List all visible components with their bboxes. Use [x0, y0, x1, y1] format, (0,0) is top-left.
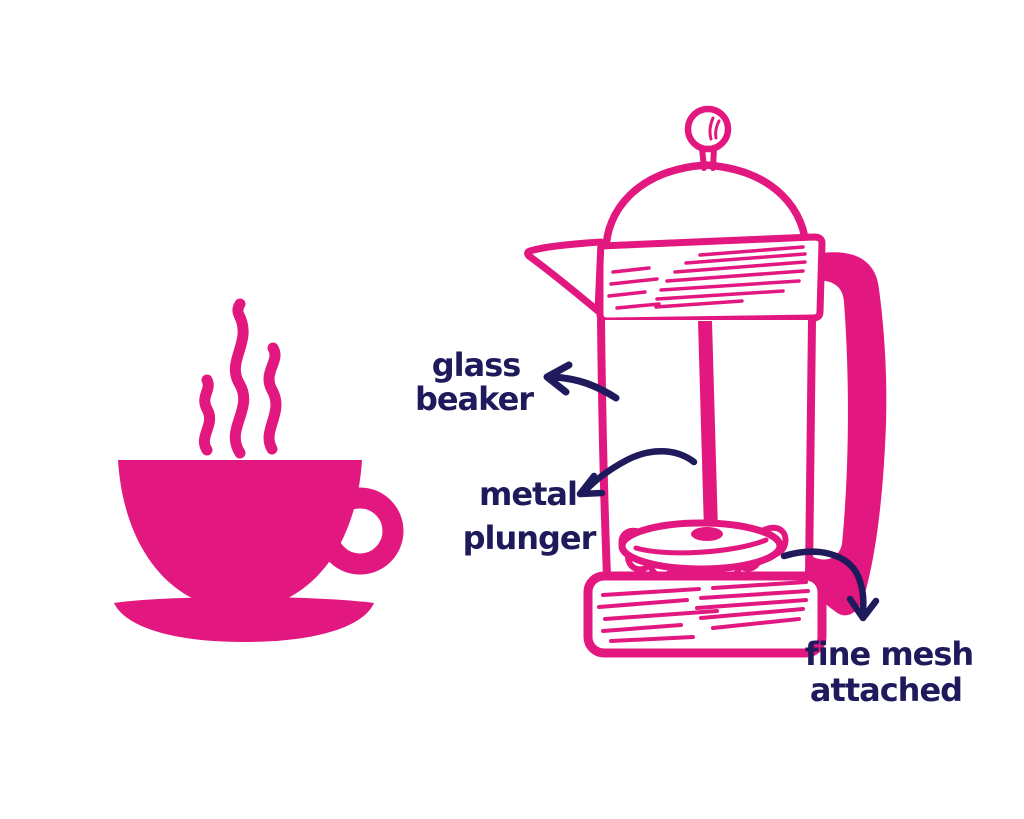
plate-inner-line: [633, 537, 769, 556]
glass-beaker-label-line2: beaker: [415, 380, 534, 418]
french-press: [524, 105, 887, 658]
annotations: glass beaker metal plunger fine mesh att…: [415, 346, 974, 709]
coffee-cup: [114, 298, 404, 642]
rod-junction: [691, 527, 723, 541]
cup-body: [118, 460, 362, 610]
annotation-metal-plunger: metal plunger: [463, 448, 698, 557]
metal-plunger-label-line1: metal: [479, 475, 577, 513]
knob-highlight: [708, 116, 721, 141]
fine-mesh-label-line1: fine mesh: [805, 635, 973, 673]
plunger-plate: [618, 519, 784, 573]
annotation-fine-mesh: fine mesh attached: [780, 548, 974, 709]
press-spout: [524, 238, 605, 315]
base-hatching: [597, 580, 810, 643]
press-handle: [810, 252, 887, 616]
glass-beaker-arrow: [543, 361, 620, 402]
plunger-rod: [698, 321, 718, 531]
glass-beaker-walls: [597, 316, 816, 580]
fine-mesh-arrow: [780, 548, 880, 622]
metal-plunger-arrow: [576, 448, 698, 498]
steam-icon: [198, 298, 282, 459]
fine-mesh-label-line2: attached: [810, 671, 962, 709]
glass-beaker-label-line1: glass: [432, 346, 521, 384]
saucer: [114, 597, 374, 642]
lid-band-hatching: [607, 245, 807, 310]
metal-plunger-label-line2: plunger: [463, 519, 597, 557]
annotation-glass-beaker: glass beaker: [415, 346, 620, 418]
lid-knob: [684, 105, 732, 153]
